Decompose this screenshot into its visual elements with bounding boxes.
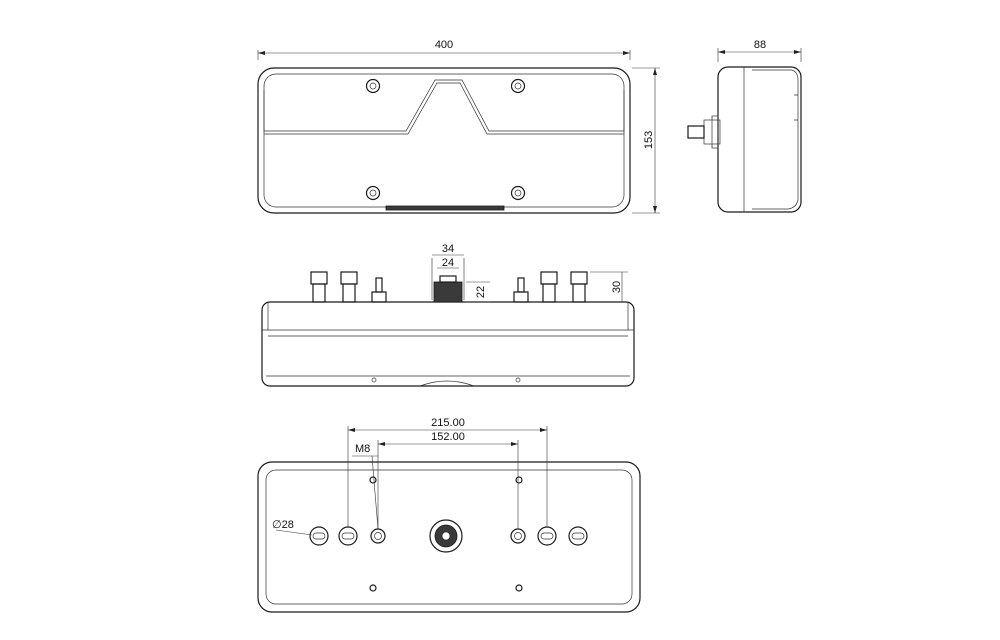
dimension-bolt-outer: 215.00: [347, 417, 548, 527]
screw-bottom-left: [365, 185, 381, 201]
depth-label: 88: [754, 39, 766, 51]
connector: [433, 275, 463, 303]
rear-stud-left: [370, 528, 386, 544]
rear-gland-2: [338, 526, 358, 546]
dimension-connector: 34 24 22: [431, 243, 490, 303]
gland-diameter-label: ∅28: [272, 519, 294, 531]
screw-top-left: [365, 78, 381, 94]
connector-height-label: 22: [475, 286, 487, 298]
rear-gland-3: [537, 526, 557, 546]
gland-4: [570, 271, 588, 303]
rear-view: 215.00 152.00 M8 ∅28: [257, 417, 641, 613]
dimension-height: 153: [632, 67, 660, 214]
side-view: 88: [687, 39, 802, 213]
dimension-depth: 88: [717, 39, 802, 62]
dimension-stud-height: 30: [590, 271, 628, 302]
height-label: 153: [643, 131, 655, 149]
connector-inner-label: 24: [442, 257, 454, 269]
gland-1: [310, 271, 328, 303]
stud-left: [371, 277, 387, 303]
stud-right: [513, 277, 529, 303]
connector-outer-label: 34: [442, 243, 454, 255]
dimension-width: 400: [257, 39, 631, 60]
rear-gland-1: [309, 526, 329, 546]
thread-callout: M8: [352, 443, 379, 530]
thread-label: M8: [355, 443, 370, 455]
top-view: 34 24 22 30: [261, 243, 635, 387]
dimension-bolt-inner: 152.00: [377, 431, 519, 529]
stud-height-label: 30: [611, 281, 623, 293]
rear-gland-4: [568, 526, 588, 546]
screw-bottom-right: [510, 185, 526, 201]
bolt-inner-label: 152.00: [431, 431, 465, 443]
screw-top-right: [510, 78, 526, 94]
front-view: 400 153: [257, 39, 660, 214]
gland-3: [540, 271, 558, 303]
bolt-outer-label: 215.00: [431, 417, 465, 429]
rear-connector: [429, 519, 463, 553]
gland-diameter-callout: ∅28: [272, 519, 313, 536]
gland-2: [340, 271, 358, 303]
width-label: 400: [435, 39, 453, 51]
rear-stud-right: [510, 528, 526, 544]
